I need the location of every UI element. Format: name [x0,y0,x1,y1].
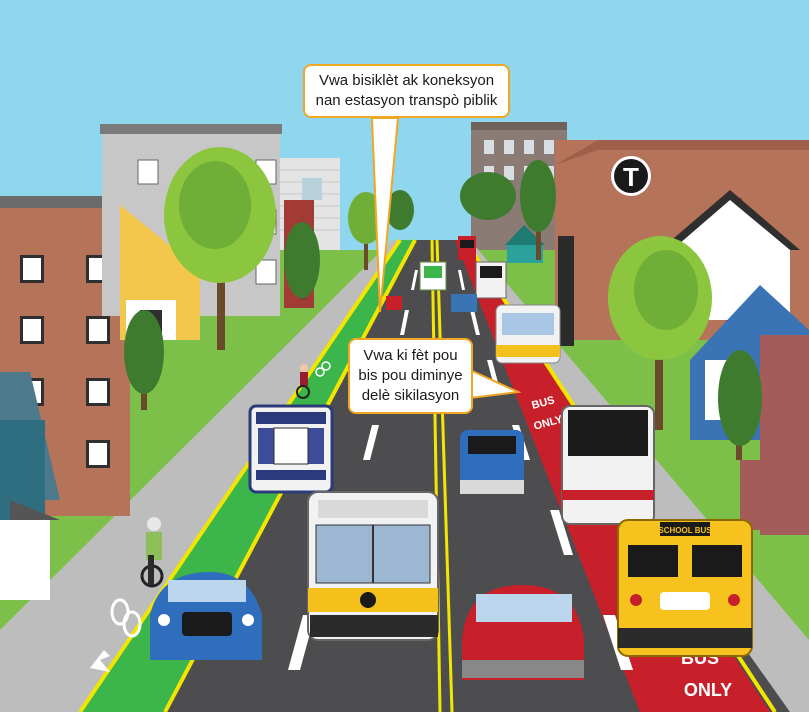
bus-lane-callout-line-1: Vwa ki fèt pou [363,347,458,364]
far-green-bus [419,261,447,291]
far-white-bus [475,261,507,299]
bike-lane-symbol-near [110,598,142,638]
bus-blue-white [248,404,334,494]
school-bus-sign: SCHOOL BUS [658,526,712,535]
callout-pointer-bike [370,117,400,313]
cyclist-near [140,517,164,588]
bike-lane-arrow [90,650,110,672]
blue-car-near [150,572,262,660]
teal-house [0,372,60,600]
left-sidewalk [0,240,400,712]
tree-left-small [124,310,164,410]
transit-logo-letter: T [623,162,639,192]
cyclist-far [296,364,310,399]
bus-lane-callout-line-2: bis pou diminye [358,367,463,384]
school-bus: SCHOOL BUS [617,519,753,657]
transit-logo: T [611,156,651,196]
bike-lane-callout-line-1: Vwa bisiklèt ak koneksyon [318,72,495,89]
bus-only-far-word-1: BUS [530,394,556,412]
far-red-bus [458,236,476,260]
small-teal-house [505,225,545,263]
mid-white-van [495,304,561,364]
blue-car-mid [460,430,524,494]
bus-only-near-word-2: ONLY [684,680,732,700]
bus-lane-callout: Vwa ki fèt pou bis pou diminye delè siki… [348,338,473,414]
bike-lane-symbol-far [315,361,331,377]
bus-mbta-front [307,491,439,641]
tree-right-back [460,160,556,260]
red-car-near [462,585,584,680]
red-house-right [740,335,809,535]
tree-right-large [608,236,712,430]
bike-lane-callout-line-2: nan estasyon transpò piblik [315,92,498,109]
bike-lane-callout: Vwa bisiklèt ak koneksyon nan estasyon t… [303,64,510,118]
tree-left-large [164,147,276,350]
far-red-car [386,296,402,310]
tree-left-mid [284,222,320,300]
tree-right-small [718,350,762,460]
bus-lane-callout-line-3: delè sikilasyon [361,387,460,404]
far-blue-car [451,294,477,312]
coach-bus-white [561,405,655,525]
